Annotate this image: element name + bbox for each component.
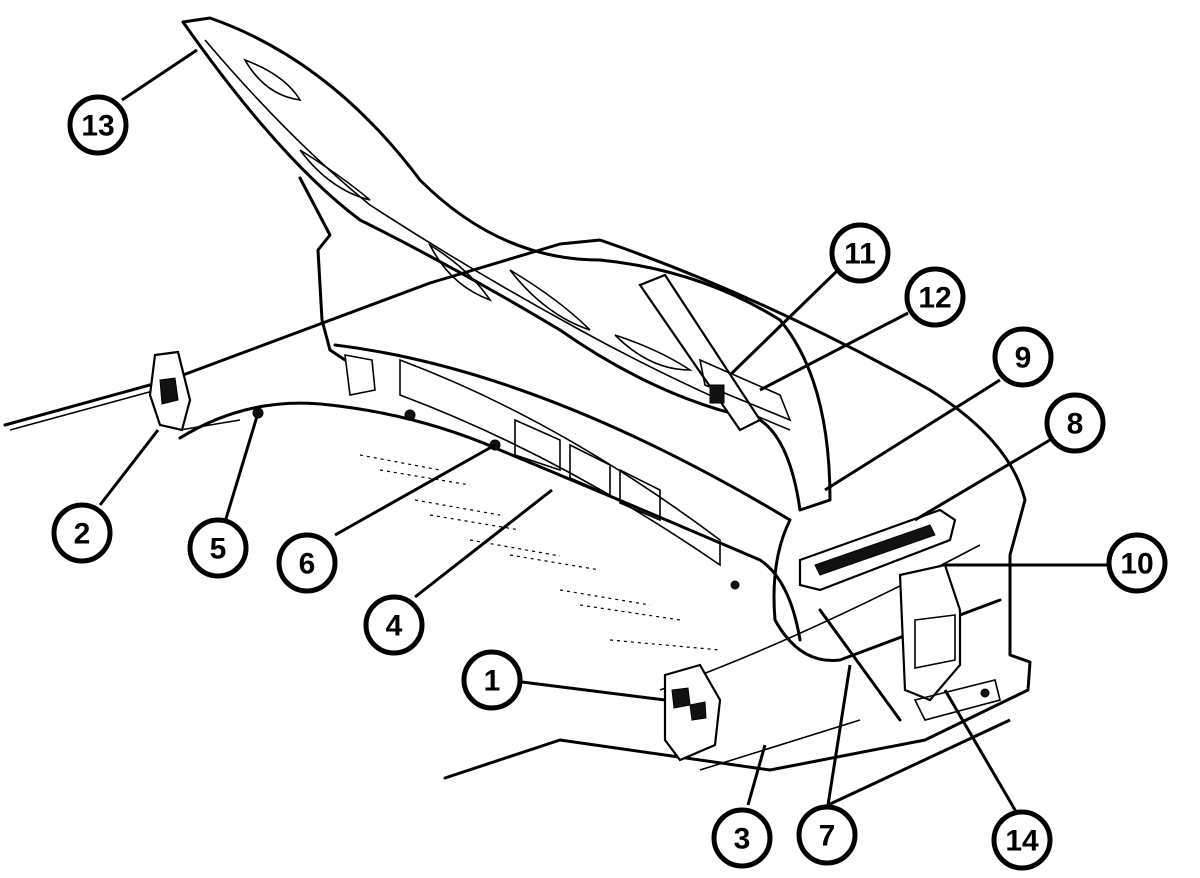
callout-8: 8 (1044, 392, 1106, 454)
leader-7b (827, 718, 1011, 807)
latch-assembly (798, 508, 1001, 722)
callout-5-label: 5 (210, 533, 227, 566)
callout-1: 1 (461, 649, 523, 711)
leader-6 (334, 443, 496, 537)
callout-13: 13 (67, 94, 129, 156)
lid-cutout-3 (428, 242, 493, 302)
cable-clip (730, 580, 740, 590)
hinge-pocket (344, 354, 376, 396)
leader-11 (728, 268, 840, 377)
callout-12: 12 (904, 266, 966, 328)
callout-2-label: 2 (74, 518, 91, 551)
trunk-lid (181, 16, 832, 512)
floor-hatch (609, 639, 721, 651)
mounting-bracket (913, 679, 1001, 721)
body-line-upper (3, 281, 432, 427)
leader-3 (746, 744, 767, 806)
leader-7a (826, 664, 852, 806)
hinge-arm (298, 176, 347, 362)
lid-cutout-5 (614, 334, 693, 371)
callout-12-label: 12 (918, 282, 951, 315)
leader-1 (521, 680, 666, 702)
lid-cutout-4 (509, 269, 591, 331)
callout-7: 7 (796, 804, 858, 866)
floor-hatch (429, 514, 521, 531)
actuator-rod (818, 608, 902, 722)
callout-5: 5 (187, 517, 249, 579)
left-hinge-link (179, 419, 241, 431)
leader-14 (943, 689, 1020, 816)
callout-8-label: 8 (1067, 408, 1084, 441)
floor-hatch (559, 589, 651, 606)
callout-1-label: 1 (484, 665, 501, 698)
leader-13 (121, 48, 198, 102)
callout-4-label: 4 (386, 610, 403, 643)
callout-4: 4 (363, 594, 425, 656)
latch-actuator (898, 563, 962, 702)
callout-3-label: 3 (734, 823, 751, 856)
callout-3: 3 (711, 807, 773, 869)
trunk-opening-edge (333, 343, 1002, 662)
left-hinge (148, 350, 241, 432)
release-cable (178, 401, 802, 642)
trunk-lid-outline (181, 16, 832, 512)
torsion-rod-assembly (178, 176, 802, 642)
lid-latch-striker (698, 358, 792, 422)
left-hinge-bolt (159, 377, 179, 405)
callout-11: 11 (829, 222, 891, 284)
panel-opening-3 (619, 468, 661, 522)
lid-inner-edge (204, 39, 791, 431)
callout-9-label: 9 (1015, 342, 1032, 375)
leader-lines (98, 48, 1108, 816)
right-hinge-bolt (689, 701, 707, 721)
right-hinge-bolt (671, 687, 691, 709)
callout-10: 10 (1106, 532, 1168, 594)
floor-hatch (509, 554, 601, 571)
striker-bolt (709, 384, 725, 404)
leader-9 (824, 378, 1001, 492)
leader-8 (914, 438, 1051, 522)
callout-7-label: 7 (819, 820, 836, 853)
panel-opening-1 (514, 418, 561, 472)
lower-bracket-line (699, 719, 861, 771)
callout-14: 14 (991, 809, 1053, 871)
leader-12 (759, 311, 909, 392)
callout-10-label: 10 (1120, 548, 1153, 581)
callout-14-label: 14 (1005, 825, 1039, 858)
cable-clip (404, 409, 416, 421)
latch-rod (814, 524, 936, 576)
vehicle-body (3, 238, 1032, 780)
right-hinge (663, 663, 722, 762)
rear-panel-face (399, 358, 721, 567)
callout-9: 9 (992, 326, 1054, 388)
callout-6-label: 6 (299, 548, 316, 581)
callout-2: 2 (51, 502, 113, 564)
actuator-motor (914, 614, 956, 669)
floor-hatch (414, 499, 501, 516)
leader-4 (414, 488, 553, 599)
rear-deck-outline (428, 238, 1032, 780)
bracket-bolt (980, 688, 990, 698)
lid-cutout-2 (299, 149, 371, 201)
body-line-upper-inner (9, 384, 176, 431)
callout-13-label: 13 (81, 110, 114, 143)
callout-11-label: 11 (844, 238, 876, 271)
callout-6: 6 (276, 532, 338, 594)
floor-hatch (359, 454, 441, 471)
leader-2 (98, 429, 160, 506)
floor-hatch (579, 604, 681, 621)
leader-5 (223, 412, 260, 523)
lid-bracket (638, 273, 762, 432)
lid-cutout-1 (243, 58, 302, 102)
floor-hatch (379, 469, 471, 486)
